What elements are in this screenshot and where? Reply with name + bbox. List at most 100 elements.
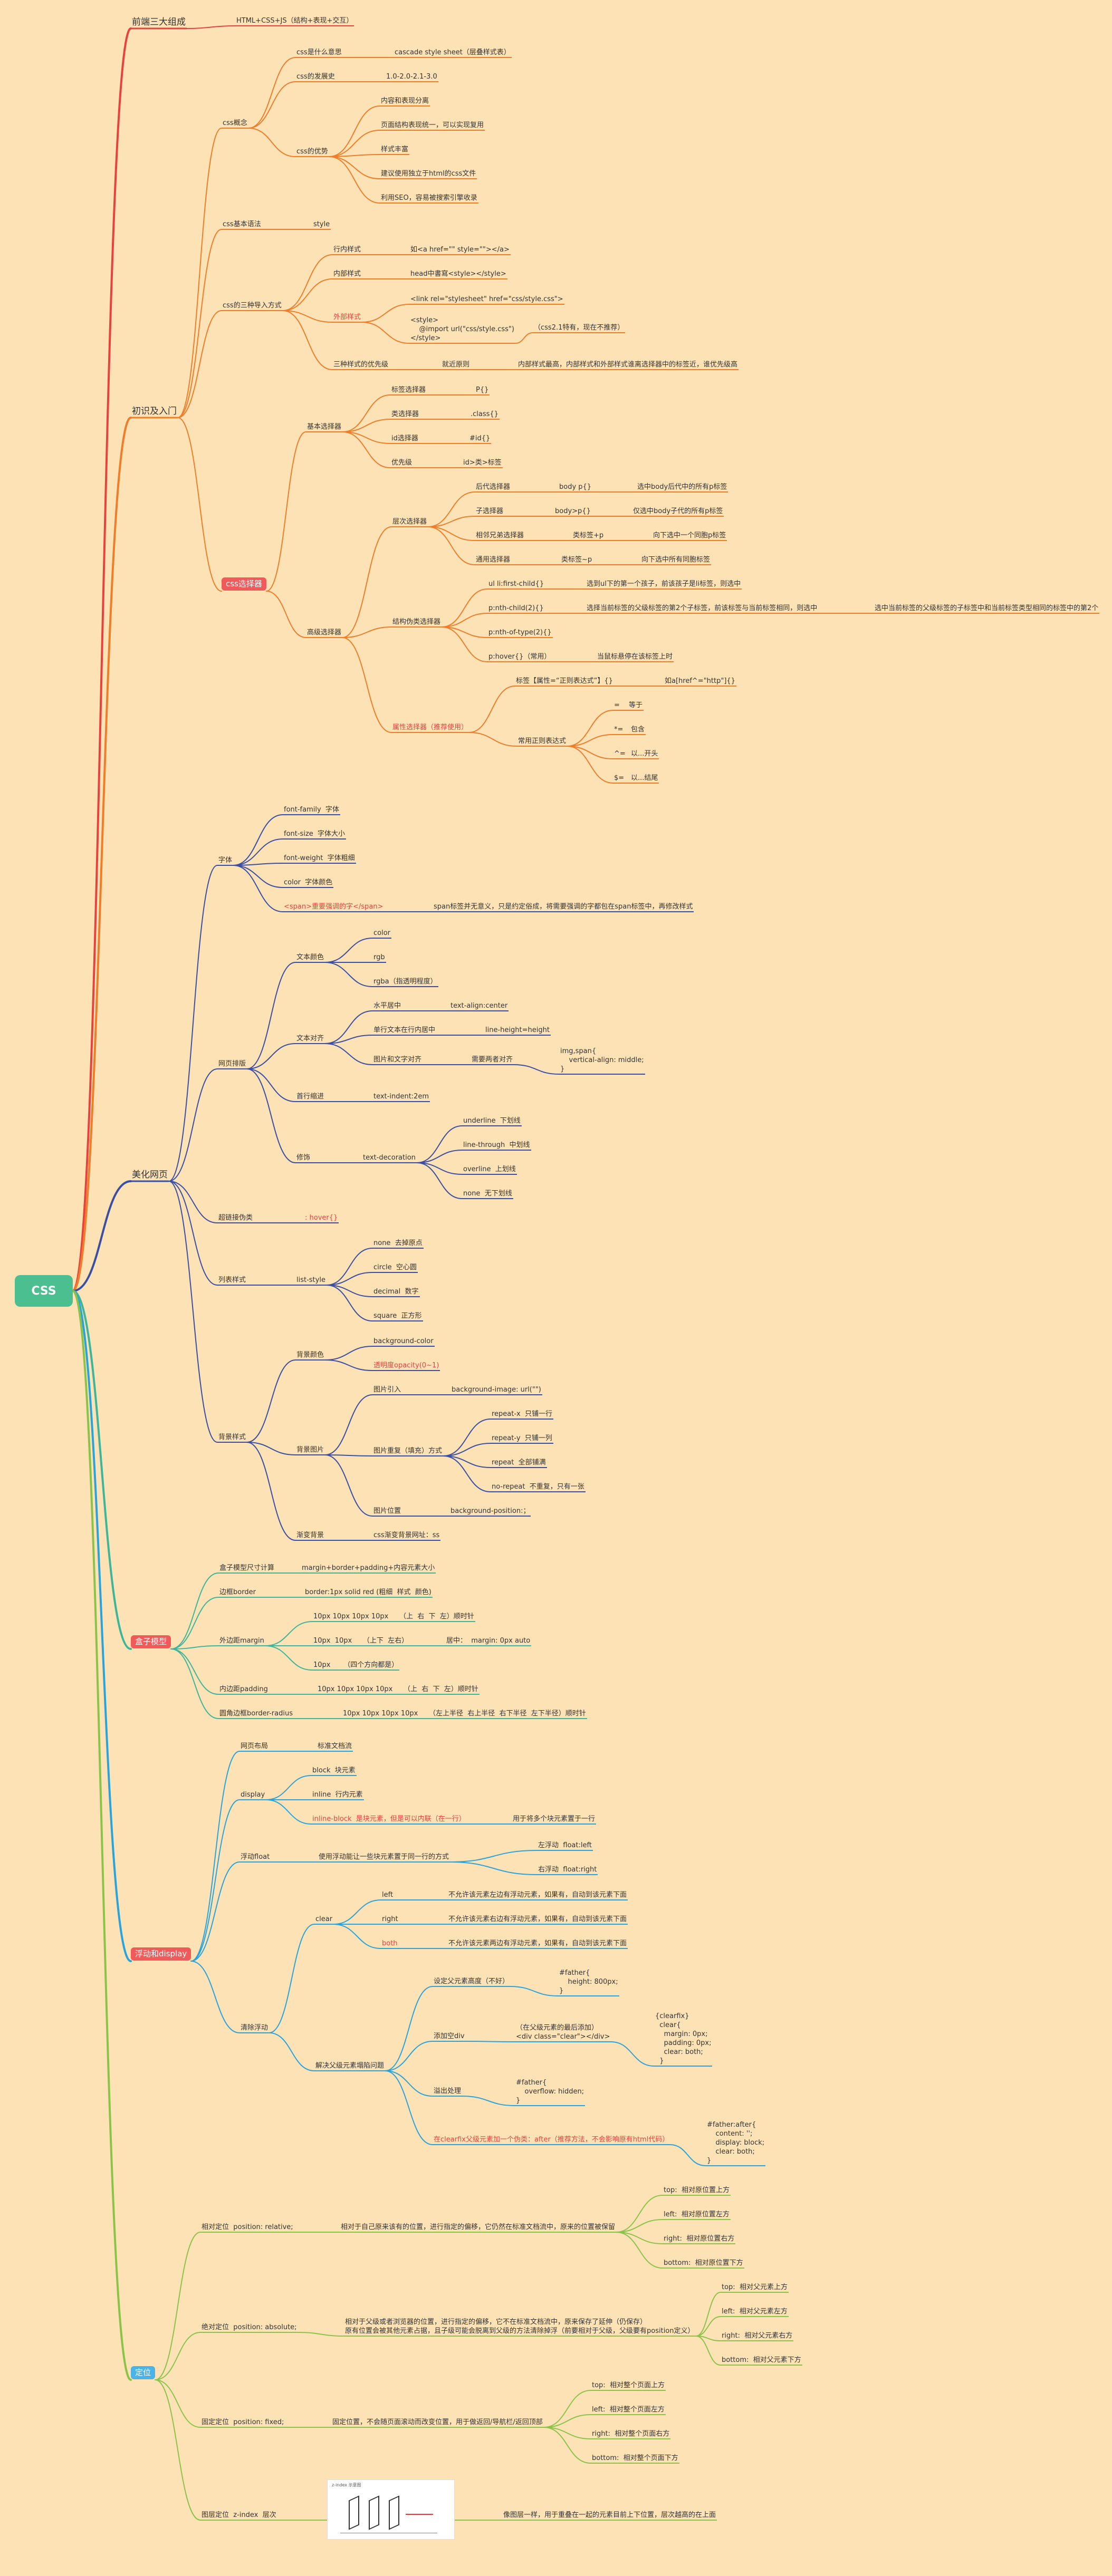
branch-beautify-node[interactable]: 美化网页 (132, 1170, 168, 1180)
inline-style-node[interactable]: 行内样式 (333, 246, 361, 254)
link-hover-value[interactable]: : hover{} (305, 1214, 338, 1222)
clear-left-desc[interactable]: 不允许该元素左边有浮动元素，如果有，自动到该元素下面 (448, 1891, 627, 1899)
nth-child-node[interactable]: p:nth-child(2){} (488, 604, 544, 612)
css-what-node[interactable]: css是什么意思 (296, 49, 342, 56)
font-item[interactable]: color 字体颜色 (284, 879, 333, 886)
first-child-desc[interactable]: 选到ul下的第一个孩子，前该孩子是li标签，则选中 (587, 580, 741, 588)
image-import-value[interactable]: background-image: url("") (452, 1386, 541, 1394)
tag-selector-value[interactable]: P{} (476, 386, 489, 394)
layout-node[interactable]: 网页布局 (241, 1742, 269, 1750)
css-syntax-node[interactable]: css基本语法 (223, 220, 261, 228)
root-node-css[interactable]: CSS (15, 1275, 73, 1307)
fix-overflow-node[interactable]: 溢出处理 (434, 2087, 462, 2095)
absolute-item[interactable]: left: 相对父元素左方 (722, 2308, 788, 2315)
font-item[interactable]: font-size 字体大小 (284, 830, 346, 838)
background-color-node[interactable]: 背景颜色 (296, 1351, 324, 1359)
text-color-item[interactable]: color (373, 929, 391, 937)
gradient-value[interactable]: css渐变背景网址：ss (373, 1531, 440, 1539)
clear-right-desc[interactable]: 不允许该元素右边有浮动元素，如果有，自动到该元素下面 (448, 1915, 627, 1923)
absolute-item[interactable]: bottom: 相对父元素下方 (722, 2356, 801, 2364)
regex-key[interactable]: ^= (614, 750, 626, 758)
collapse-fix-node[interactable]: 解决父级元素塌陷问题 (315, 2062, 385, 2070)
absolute-desc[interactable]: 相对于父级或者浏览器的位置，进行指定的偏移，它不在标准文档流中，原来保存了延伸（… (345, 2318, 695, 2335)
internal-style-node[interactable]: 内部样式 (333, 270, 361, 278)
first-child-node[interactable]: ul li:first-child{} (488, 580, 544, 588)
fix-after-node[interactable]: 在clearfix父级元素加一个伪类：after（推荐方法，不会影响原有html… (434, 2136, 669, 2144)
regex-value[interactable]: 包含 (631, 726, 645, 734)
float-left[interactable]: 左浮动 float:left (538, 1841, 592, 1849)
fixed-item[interactable]: left: 相对整个页面左方 (592, 2406, 665, 2414)
border-radius-node[interactable]: 圆角边框border-radius (219, 1710, 293, 1718)
fixed-item[interactable]: right: 相对整个页面右方 (592, 2430, 670, 2438)
border-value[interactable]: border:1px solid red (粗细 样式 颜色) (305, 1588, 432, 1596)
decoration-item[interactable]: underline 下划线 (463, 1117, 521, 1125)
repeat-item[interactable]: repeat-x 只铺一行 (492, 1410, 553, 1418)
background-color-item[interactable]: background-color (373, 1337, 434, 1345)
css-syntax-value[interactable]: style (313, 220, 330, 228)
z-index-desc[interactable]: 像图层一样，用于重叠在一起的元素目前上下位置，层次越高的在上面 (503, 2511, 716, 2519)
text-color-item[interactable]: rgba（指透明程度） (373, 978, 437, 986)
attribute-syntax[interactable]: 标签【属性=“正则表达式”】{} (516, 677, 613, 685)
list-style-item[interactable]: none 去掉原点 (373, 1239, 423, 1247)
regex-value[interactable]: 以...开头 (631, 750, 658, 758)
fix-height-code[interactable]: #father{ height: 800px; } (559, 1969, 618, 1995)
margin-row[interactable]: 10px （四个方向都是） (313, 1661, 399, 1669)
class-selector-node[interactable]: 类选择器 (391, 410, 419, 418)
text-center-value[interactable]: text-align:center (450, 1002, 508, 1010)
span-emphasis-desc[interactable]: span标签并无意义，只是约定俗成，将需要强调的字都包在span标签中，再修改样… (434, 903, 693, 911)
regex-key[interactable]: *= (614, 726, 624, 734)
regex-key[interactable]: $= (614, 774, 625, 782)
absolute-item[interactable]: top: 相对父元素上方 (722, 2283, 788, 2291)
fixed-desc[interactable]: 固定位置，不会随页面滚动而改变位置，用于做返回/导航栏/返回顶部 (332, 2418, 543, 2426)
image-text-align-node[interactable]: 图片和文字对齐 (373, 1056, 422, 1064)
clear-float-node[interactable]: 清除浮动 (241, 2024, 269, 2032)
fix-overflow-code[interactable]: #father{ overflow: hidden; } (516, 2079, 584, 2105)
branch-intro-node[interactable]: 初识及入门 (132, 406, 177, 417)
id-selector-node[interactable]: id选择器 (391, 435, 418, 442)
advantage-item[interactable]: 建议使用独立于html的css文件 (381, 170, 476, 178)
priority-value[interactable]: 就近原则 (442, 361, 470, 369)
inline-block-desc[interactable]: 用于将多个块元素置于一行 (513, 1815, 596, 1823)
priority-node[interactable]: 三种样式的优先级 (333, 361, 389, 369)
attribute-selector-node[interactable]: 属性选择器（推荐使用） (392, 723, 468, 731)
clear-both-node[interactable]: both (382, 1940, 398, 1947)
relative-item[interactable]: top: 相对原位置上方 (664, 2186, 730, 2194)
image-import-node[interactable]: 图片引入 (373, 1386, 401, 1394)
branch-position-node[interactable]: 定位 (131, 2366, 156, 2379)
list-style-item[interactable]: decimal 数字 (373, 1288, 419, 1296)
list-style-node[interactable]: 列表样式 (218, 1276, 246, 1284)
branch-front-node[interactable]: 前端三大组成 (132, 17, 186, 27)
nth-of-type-node[interactable]: p:nth-of-type(2){} (488, 629, 552, 636)
line-center-value[interactable]: line-height=height (485, 1026, 550, 1034)
opacity-item[interactable]: 透明度opacity(0~1) (373, 1362, 439, 1369)
tag-selector-node[interactable]: 标签选择器 (391, 386, 426, 394)
front-desc[interactable]: HTML+CSS+JS（结构+表现+交互） (236, 17, 353, 25)
advantage-item[interactable]: 利用SEO，容易被搜索引擎收录 (381, 194, 477, 202)
text-align-node[interactable]: 文本对齐 (296, 1035, 324, 1043)
regex-value[interactable]: 等于 (629, 701, 643, 709)
margin-row[interactable]: 10px 10px （上下 左右） (313, 1637, 409, 1645)
inline-style-value[interactable]: 如<a href="" style=""></a> (410, 246, 510, 254)
advantage-item[interactable]: 内容和表现分离 (381, 97, 429, 105)
descendant-value[interactable]: body p{} (559, 483, 592, 491)
image-text-align-value[interactable]: 需要两者对齐 (472, 1056, 513, 1064)
margin-center-note[interactable]: 居中： margin: 0px auto (446, 1637, 531, 1645)
line-center-node[interactable]: 单行文本在行内居中 (373, 1026, 436, 1034)
nth-child-desc-2[interactable]: 选中当前标签的父级标签的子标签中和当前标签类型相同的标签中的第2个 (875, 604, 1099, 612)
fix-after-code[interactable]: #father:after{ content: ''; display: blo… (707, 2121, 765, 2165)
repeat-item[interactable]: repeat 全部铺满 (492, 1459, 546, 1467)
relative-item[interactable]: bottom: 相对原位置下方 (664, 2259, 743, 2267)
hierarchy-selector-node[interactable]: 层次选择器 (392, 518, 427, 526)
regex-value[interactable]: 以...结尾 (631, 774, 658, 782)
link-hover-node[interactable]: 超链接伪类 (218, 1214, 253, 1222)
text-center-node[interactable]: 水平居中 (373, 1002, 401, 1010)
z-index-node[interactable]: 图层定位 z-index 层次 (202, 2511, 276, 2519)
list-style-value[interactable]: list-style (296, 1276, 325, 1284)
external-import-code[interactable]: <style> @import url("css/style.css") </s… (410, 316, 514, 342)
display-node[interactable]: display (241, 1791, 265, 1799)
basic-selector-node[interactable]: 基本选择器 (307, 423, 342, 431)
background-image-node[interactable]: 背景图片 (296, 1446, 324, 1454)
css-history-node[interactable]: css的发展史 (296, 73, 335, 81)
absolute-node[interactable]: 绝对定位 position: absolute; (202, 2323, 297, 2331)
text-color-item[interactable]: rgb (373, 953, 385, 961)
